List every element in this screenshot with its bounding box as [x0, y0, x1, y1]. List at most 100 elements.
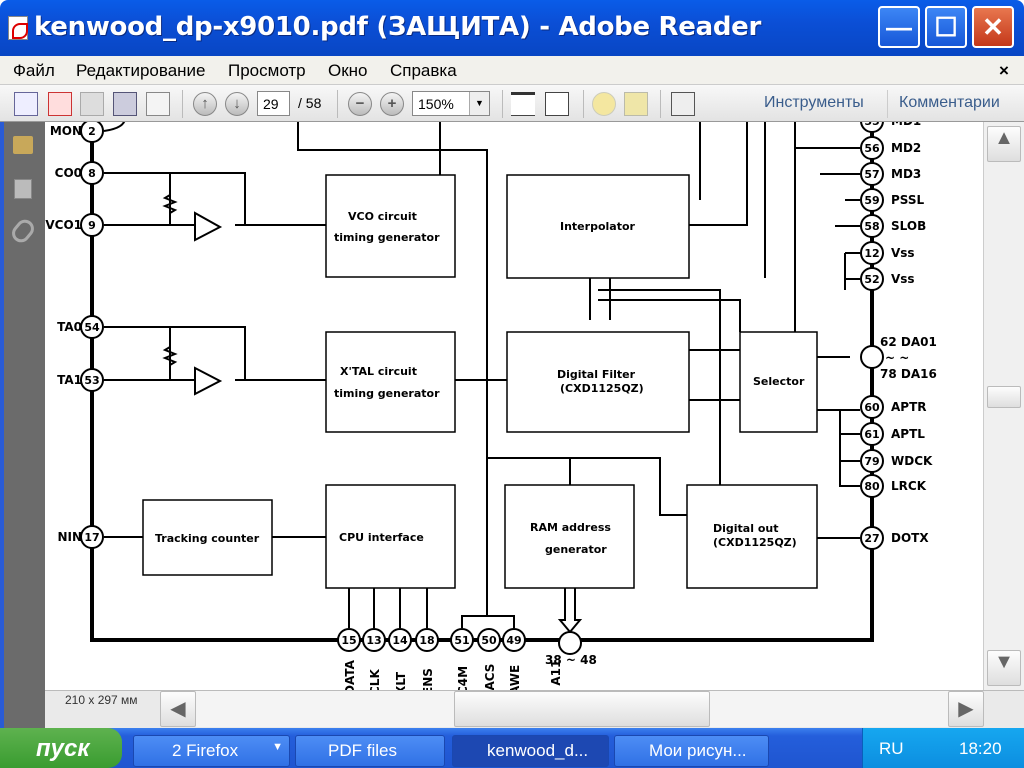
- task-firefox[interactable]: 2 Firefox ▼: [133, 735, 290, 767]
- right-pin-circle: [860, 122, 884, 133]
- chevron-down-icon[interactable]: ▼: [272, 741, 283, 753]
- right-pin-label: PSSL: [891, 193, 925, 207]
- pages-icon[interactable]: [14, 179, 32, 199]
- vco-block-sub: timing generator: [334, 231, 440, 244]
- da-range-tilde: ~ ~: [885, 351, 909, 365]
- page-number-input[interactable]: 29: [257, 91, 290, 116]
- bottom-pin-circle: [362, 628, 386, 652]
- right-pin-circle: [860, 241, 884, 265]
- digital-out-block: Digital out: [713, 522, 778, 535]
- save-icon[interactable]: [80, 92, 104, 116]
- task-my-pictures[interactable]: Мои рисун...: [614, 735, 769, 767]
- menu-view[interactable]: Просмотр: [228, 61, 306, 80]
- digital-out-chip: (CXD1125QZ): [713, 536, 797, 549]
- close-button[interactable]: ✕: [972, 6, 1014, 48]
- right-pin-label: MD3: [891, 167, 921, 181]
- start-button[interactable]: пуск: [0, 728, 122, 768]
- left-pin-number: 53: [84, 374, 99, 387]
- bottom-pin-number: 18: [419, 634, 434, 647]
- bottom-pin-label: C4M: [456, 666, 470, 690]
- zoom-in-icon[interactable]: +: [380, 92, 404, 116]
- bottom-pin-circle: [388, 628, 412, 652]
- bottom-pin-circle: [502, 628, 526, 652]
- right-pin-circle: [860, 449, 884, 473]
- right-pin-label: MD2: [891, 141, 921, 155]
- left-pin-number: 17: [84, 531, 99, 544]
- previous-page-icon[interactable]: ↑: [193, 92, 217, 116]
- email-icon[interactable]: [146, 92, 170, 116]
- left-pin-circle: [80, 368, 104, 392]
- menu-help[interactable]: Справка: [390, 61, 457, 80]
- right-pin-label: WDCK: [891, 454, 933, 468]
- create-pdf-icon[interactable]: [48, 92, 72, 116]
- right-pin-number: 55: [864, 122, 879, 128]
- menu-window[interactable]: Окно: [328, 61, 368, 80]
- bottom-pin-label: ENS: [421, 668, 435, 690]
- status-bar: 210 x 297 мм ◀ ▶: [45, 690, 1024, 728]
- horizontal-scrollbar[interactable]: ◀ ▶: [160, 691, 984, 727]
- right-pin-circle: [860, 395, 884, 419]
- bottom-pin-label: AWE: [508, 665, 522, 690]
- bottom-pin-label: CLK: [368, 669, 382, 690]
- right-pin-label: LRCK: [891, 479, 927, 493]
- close-document-button[interactable]: ×: [999, 61, 1009, 80]
- right-pin-number: 56: [864, 142, 880, 155]
- task-pdf-files[interactable]: PDF files: [295, 735, 445, 767]
- next-page-icon[interactable]: ↓: [225, 92, 249, 116]
- vco-block: VCO circuit: [348, 210, 417, 223]
- right-pin-circle: [860, 214, 884, 238]
- bottom-pin-number: 13: [366, 634, 381, 647]
- bottom-pin-number: 51: [454, 634, 469, 647]
- tools-pane-button[interactable]: Инструменты: [764, 94, 864, 111]
- left-pin-number: 9: [88, 219, 96, 232]
- chevron-down-icon[interactable]: ▼: [469, 92, 489, 115]
- task-label: Мои рисун...: [649, 741, 747, 760]
- comments-pane-button[interactable]: Комментарии: [899, 94, 1000, 111]
- right-pin-number: 61: [864, 428, 879, 441]
- vertical-scroll-thumb[interactable]: [987, 386, 1021, 408]
- menu-edit[interactable]: Редактирование: [76, 61, 206, 80]
- scroll-left-icon[interactable]: ◀: [160, 691, 196, 727]
- language-indicator[interactable]: RU: [879, 739, 904, 758]
- right-pin-number: 27: [864, 532, 879, 545]
- scroll-up-icon[interactable]: ▲: [987, 126, 1021, 162]
- attachment-icon[interactable]: [8, 216, 38, 246]
- maximize-button[interactable]: ☐: [925, 6, 967, 48]
- task-label: kenwood_d...: [487, 741, 589, 760]
- task-label: 2 Firefox: [172, 741, 239, 760]
- fit-page-icon[interactable]: [545, 92, 569, 116]
- fullscreen-icon[interactable]: [671, 92, 695, 116]
- scroll-right-icon[interactable]: ▶: [948, 691, 984, 727]
- menu-file[interactable]: Файл: [13, 61, 55, 80]
- horizontal-scroll-thumb[interactable]: [454, 691, 710, 727]
- left-pin-circle: [80, 122, 104, 143]
- document-view[interactable]: VCO circuit timing generator X'TAL circu…: [45, 122, 983, 690]
- print-icon[interactable]: [113, 92, 137, 116]
- bottom-pin-label: DATA: [343, 659, 357, 690]
- right-pin-label: Vss: [891, 246, 915, 260]
- cpu-interface-block: CPU interface: [339, 531, 424, 544]
- open-icon[interactable]: [14, 92, 38, 116]
- zoom-out-icon[interactable]: −: [348, 92, 372, 116]
- bottom-pin-number: 49: [506, 634, 521, 647]
- highlight-icon[interactable]: [624, 92, 648, 116]
- vertical-scrollbar[interactable]: ▲ ▼: [983, 122, 1024, 690]
- block-diagram: VCO circuit timing generator X'TAL circu…: [45, 122, 937, 690]
- left-pin-number: 2: [88, 125, 96, 138]
- zoom-select[interactable]: 150%▼: [412, 91, 490, 116]
- left-pin-label: TA0: [57, 320, 82, 334]
- task-adobe-reader[interactable]: kenwood_d...: [452, 735, 609, 767]
- comment-icon[interactable]: [592, 92, 616, 116]
- address-range: 38 ~ 48: [545, 653, 597, 667]
- lock-icon[interactable]: [13, 136, 33, 154]
- right-pin-circle: [860, 267, 884, 291]
- fit-width-icon[interactable]: [511, 92, 535, 116]
- right-pin-number: 59: [864, 194, 879, 207]
- minimize-button[interactable]: —: [878, 6, 920, 48]
- right-pin-circle: [860, 526, 884, 550]
- left-pin-circle: [80, 213, 104, 237]
- ram-address-block-sub: generator: [545, 543, 607, 556]
- scroll-down-icon[interactable]: ▼: [987, 650, 1021, 686]
- ram-address-block: RAM address: [530, 521, 611, 534]
- pdf-app-icon: [8, 16, 28, 40]
